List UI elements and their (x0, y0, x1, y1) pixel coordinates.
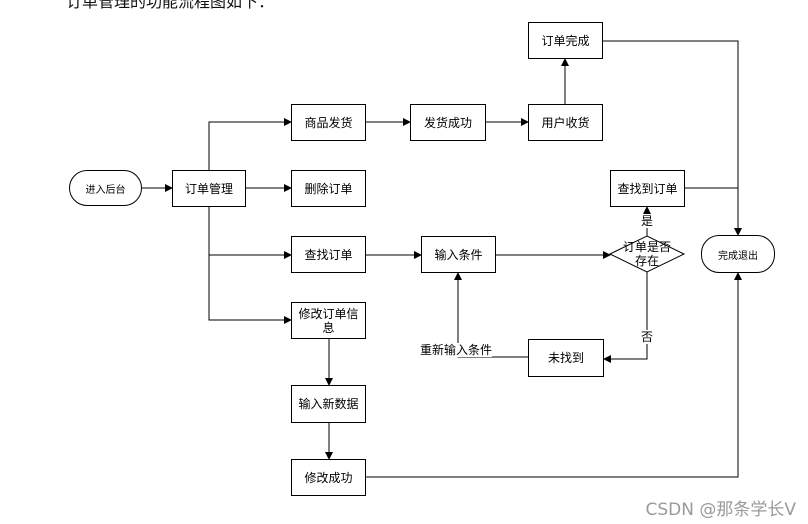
find-order-node: 查找订单 (291, 236, 366, 273)
input-condition-label: 输入条件 (434, 247, 483, 262)
order-exists-line2: 存在 (634, 254, 659, 268)
input-condition-node: 输入条件 (421, 236, 496, 273)
modify-success-label: 修改成功 (304, 470, 353, 485)
ship-goods-label: 商品发货 (304, 115, 353, 130)
watermark: CSDN @那条学长V (645, 500, 796, 520)
modify-order-line2: 息 (322, 320, 335, 335)
finish-exit-node: 完成退出 (701, 235, 775, 273)
order-exists-line1: 订单是否 (622, 240, 671, 254)
finish-exit-label: 完成退出 (718, 250, 758, 262)
user-receive-node: 用户收货 (528, 104, 603, 141)
not-found-node: 未找到 (528, 339, 604, 377)
delete-order-label: 删除订单 (304, 181, 353, 196)
order-management-node: 订单管理 (172, 170, 246, 207)
input-new-data-label: 输入新数据 (298, 397, 359, 411)
user-receive-label: 用户收货 (541, 115, 590, 130)
ship-goods-node: 商品发货 (291, 104, 366, 141)
modify-order-node: 修改订单信 息 (291, 302, 366, 339)
ship-success-node: 发货成功 (410, 104, 486, 141)
modify-order-line1: 修改订单信 (298, 306, 359, 321)
enter-backend-label: 进入后台 (85, 184, 126, 196)
edge-label-yes: 是 (641, 214, 654, 228)
order-complete-label: 订单完成 (541, 33, 590, 48)
modify-success-node: 修改成功 (291, 459, 366, 496)
order-exists-decision-label: 订单是否 存在 (612, 240, 682, 268)
found-order-node: 查找到订单 (610, 170, 685, 207)
intro-text: 订单管理的功能流程图如下： (66, 0, 275, 11)
found-order-label: 查找到订单 (617, 181, 678, 196)
ship-success-label: 发货成功 (423, 115, 472, 130)
find-order-label: 查找订单 (304, 247, 353, 262)
edge-label-no: 否 (641, 330, 654, 344)
delete-order-node: 删除订单 (291, 170, 366, 207)
not-found-label: 未找到 (547, 351, 584, 365)
order-complete-node: 订单完成 (528, 22, 603, 59)
order-management-label: 订单管理 (184, 181, 233, 196)
input-new-data-node: 输入新数据 (291, 385, 366, 423)
edge-label-reenter: 重新输入条件 (420, 343, 493, 357)
enter-backend-node: 进入后台 (69, 170, 142, 206)
